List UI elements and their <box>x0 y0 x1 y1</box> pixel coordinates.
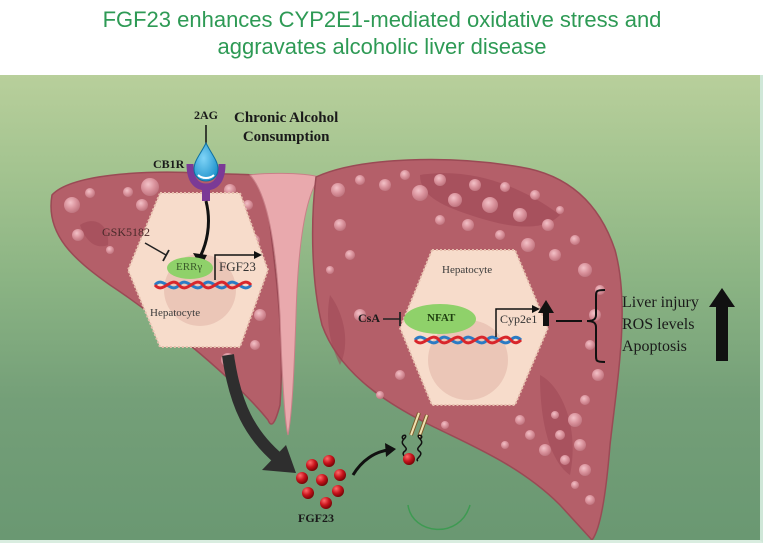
cyp2e1-up-arrow-icon <box>538 300 554 326</box>
2ag-ligand-icon <box>193 125 219 182</box>
erry-label: ERRγ <box>176 261 203 273</box>
gene-right-label: Cyp2e1 <box>500 312 538 326</box>
transcription-arrow-right <box>495 308 532 337</box>
inhibitor-right-label: CsA <box>358 311 381 325</box>
cell-right-label: Hepatocyte <box>442 264 493 276</box>
outcome-list: Liver injury ROS levels Apoptosis <box>622 292 699 358</box>
outcome-item: Apoptosis <box>622 338 687 355</box>
liver-illustration <box>50 125 735 540</box>
outcome-item: ROS levels <box>622 316 695 333</box>
cb1r-receptor <box>186 163 226 201</box>
secreted-factor-label: FGF23 <box>298 511 334 525</box>
lipid-droplets <box>64 170 605 505</box>
binding-arrow <box>351 448 389 476</box>
figure-title: FGF23 enhances CYP2E1-mediated oxidative… <box>0 6 764 60</box>
outcome-item: Liver injury <box>622 294 699 311</box>
diagram-panel: Chronic Alcohol Consumption 2AG CB1R GSK… <box>0 75 763 543</box>
fgf23-molecules <box>296 455 346 509</box>
dna-helix-right <box>413 335 523 345</box>
secretion-arrow <box>222 354 284 465</box>
fgfr-receptor-icon <box>401 412 429 465</box>
inhibitor-left-label: GSK5182 <box>102 225 151 239</box>
receptor-label: CB1R <box>153 157 185 171</box>
signal-arrow-left <box>198 200 210 258</box>
title-line-1: FGF23 enhances CYP2E1-mediated oxidative… <box>102 7 662 32</box>
nfat-factor <box>404 304 476 334</box>
outcome-bracket <box>586 289 606 363</box>
erry-factor <box>167 257 213 279</box>
cell-left-label: Hepatocyte <box>150 307 201 319</box>
gsk5182-inhibition <box>144 242 167 256</box>
context-label: Chronic Alcohol Consumption <box>234 110 339 145</box>
outcome-increase-arrow-icon <box>709 288 735 361</box>
gene-left-label: FGF23 <box>219 259 256 274</box>
dna-helix-left <box>153 280 253 290</box>
nfat-label: NFAT <box>427 312 456 324</box>
ligand-label: 2AG <box>194 108 218 122</box>
title-line-2: aggravates alcoholic liver disease <box>217 34 547 59</box>
transcription-arrow-left <box>214 254 254 280</box>
